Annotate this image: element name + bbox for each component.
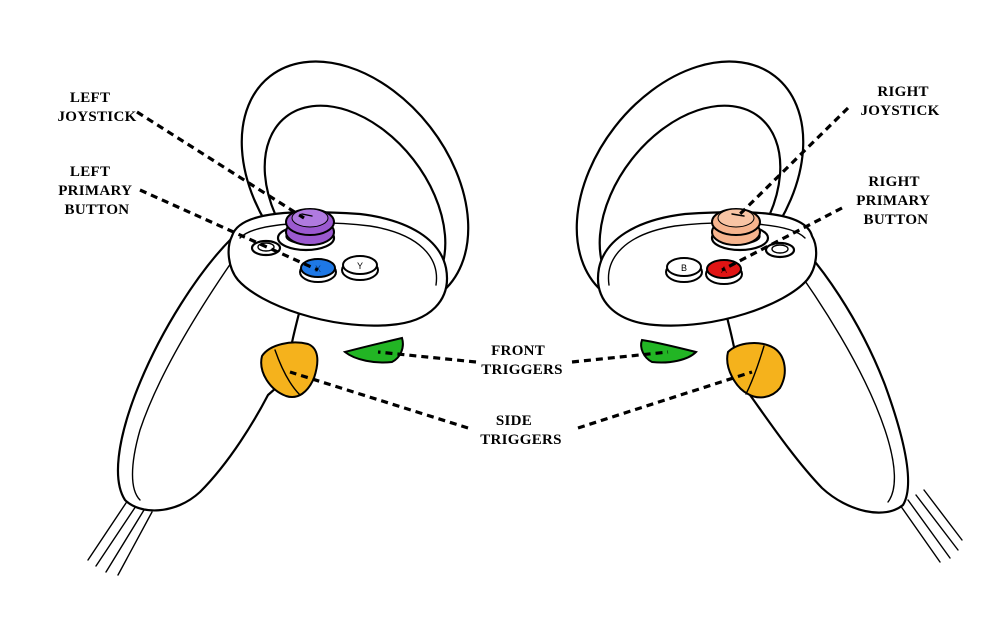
label-left-joystick-line-1: LEFT bbox=[70, 90, 110, 106]
label-left-primary-line-3: BUTTON bbox=[65, 202, 130, 218]
leader-front-left bbox=[377, 350, 477, 364]
leader-left-joystick bbox=[136, 110, 305, 220]
label-right-primary: RIGHT PRIMARY BUTTON bbox=[856, 174, 934, 228]
leader-front-right bbox=[571, 350, 669, 364]
label-right-joystick-line-2: JOYSTICK bbox=[860, 103, 939, 119]
leader-side-right bbox=[577, 370, 753, 430]
right-controller: B A bbox=[575, 60, 963, 563]
labels: LEFT JOYSTICK LEFT PRIMARY BUTTON RIGHT … bbox=[57, 84, 939, 448]
right-front-trigger[interactable] bbox=[640, 338, 698, 364]
leader-side-left bbox=[289, 370, 469, 430]
left-cable bbox=[87, 499, 153, 576]
right-menu-button[interactable] bbox=[764, 241, 796, 259]
left-joystick[interactable] bbox=[276, 208, 336, 252]
label-right-joystick-line-1: RIGHT bbox=[877, 84, 928, 100]
right-joystick[interactable] bbox=[710, 208, 770, 252]
leader-lines bbox=[136, 106, 850, 430]
right-b-button-glyph: B bbox=[681, 263, 687, 273]
label-side-triggers-line-1: SIDE bbox=[496, 413, 532, 429]
leader-left-primary bbox=[139, 188, 319, 272]
right-a-button[interactable]: A bbox=[705, 259, 743, 285]
label-side-triggers: SIDE TRIGGERS bbox=[480, 413, 562, 448]
label-right-primary-line-3: BUTTON bbox=[864, 212, 929, 228]
label-right-primary-line-2: PRIMARY bbox=[856, 193, 930, 209]
label-front-triggers-line-1: FRONT bbox=[491, 343, 545, 359]
left-y-button[interactable]: Y bbox=[341, 255, 379, 281]
label-left-primary-line-2: PRIMARY bbox=[58, 183, 132, 199]
label-right-primary-line-1: RIGHT bbox=[868, 174, 919, 190]
right-b-button[interactable]: B bbox=[665, 257, 703, 283]
label-left-primary: LEFT PRIMARY BUTTON bbox=[58, 164, 136, 218]
left-x-button[interactable]: X bbox=[299, 258, 337, 283]
right-cable bbox=[899, 489, 963, 563]
label-left-joystick-line-2: JOYSTICK bbox=[57, 109, 136, 125]
label-front-triggers-line-2: TRIGGERS bbox=[481, 362, 563, 378]
label-right-joystick: RIGHT JOYSTICK bbox=[860, 84, 939, 119]
left-y-button-glyph: Y bbox=[357, 261, 363, 271]
left-front-trigger[interactable] bbox=[342, 336, 404, 364]
leader-right-joystick bbox=[736, 106, 850, 218]
leader-right-primary bbox=[721, 206, 843, 272]
left-controller: X Y bbox=[87, 60, 470, 576]
label-left-joystick: LEFT JOYSTICK bbox=[57, 90, 136, 125]
label-side-triggers-line-2: TRIGGERS bbox=[480, 432, 562, 448]
label-left-primary-line-1: LEFT bbox=[70, 164, 110, 180]
label-front-triggers: FRONT TRIGGERS bbox=[481, 343, 563, 378]
